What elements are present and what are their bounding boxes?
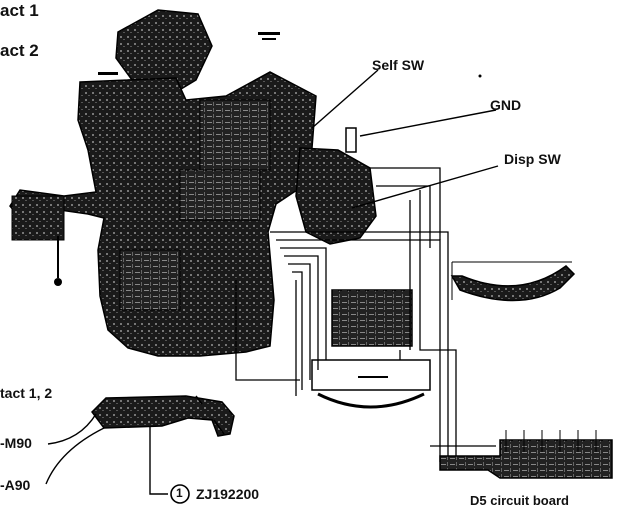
lower-center-board	[331, 289, 413, 347]
wiring	[235, 167, 496, 470]
label-part-number: ZJ192200	[196, 486, 260, 502]
curved-board	[450, 265, 576, 302]
label-contact-1: act 1	[0, 1, 39, 20]
switch-board	[295, 147, 377, 245]
label-a90: -A90	[0, 477, 31, 493]
label-d5-circuit-board: D5 circuit board	[470, 493, 569, 508]
label-m90: -M90	[0, 435, 32, 451]
d5-board	[439, 439, 613, 479]
part-callout-circle	[170, 484, 190, 504]
label-disp-sw: Disp SW	[504, 151, 561, 167]
label-gnd: GND	[490, 97, 522, 113]
label-self-sw: Self SW	[372, 57, 425, 73]
leader-lines	[45, 69, 499, 495]
switch-part	[91, 395, 235, 437]
label-contact-2: act 2	[0, 41, 39, 60]
part-callout-number: 1	[176, 486, 183, 500]
label-contact-1-2: tact 1, 2	[0, 385, 53, 401]
top-board	[115, 9, 213, 93]
